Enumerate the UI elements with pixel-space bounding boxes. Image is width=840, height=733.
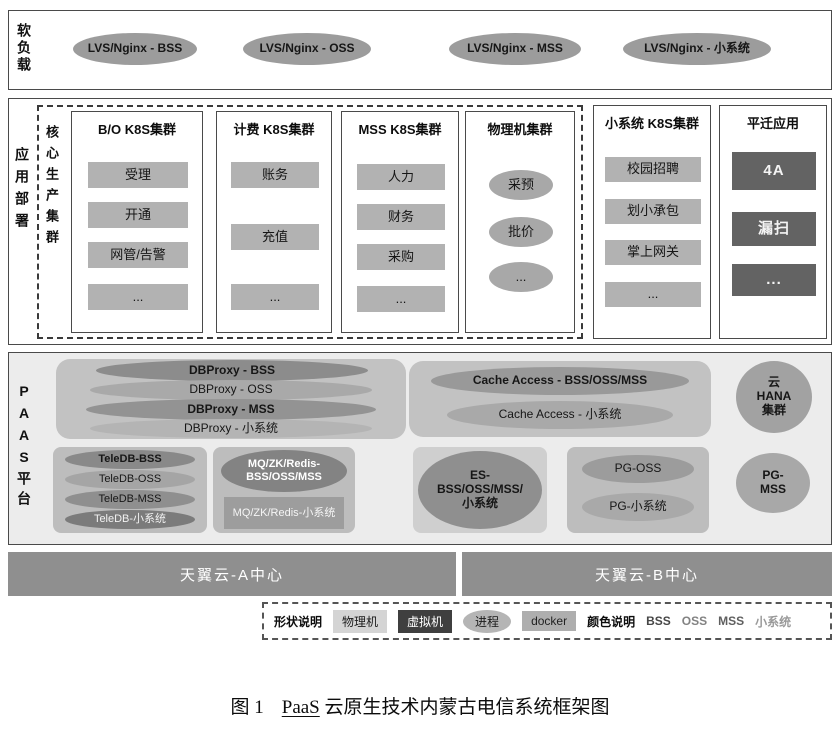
migration-app-loushao: 漏扫	[732, 212, 816, 246]
soft-load-section: 软负载 LVS/Nginx - BSS LVS/Nginx - OSS LVS/…	[8, 10, 832, 90]
app-module-caiwu: 财务	[357, 204, 445, 230]
app-module-caigou: 采购	[357, 244, 445, 270]
dbproxy-bss-ellipse: DBProxy - BSS	[96, 360, 368, 381]
app-module-huaxiao-chengbao: 划小承包	[605, 199, 701, 224]
physical-process-caiyu: 采预	[489, 170, 553, 200]
mq-zk-redis-group: MQ/ZK/Redis- BSS/OSS/MSS MQ/ZK/Redis-小系统	[213, 447, 355, 533]
app-module-zhangshang-wangguan: 掌上网关	[605, 240, 701, 265]
legend-chip-process: 进程	[463, 609, 512, 633]
cache-access-group: Cache Access - BSS/OSS/MSS Cache Access …	[409, 361, 711, 437]
app-module-chongzhi: 充值	[231, 224, 319, 250]
app-module-xiaoyuan-zhaopin: 校园招聘	[605, 157, 701, 182]
dbproxy-xiaoxitong-ellipse: DBProxy - 小系统	[90, 419, 372, 438]
es-group: ES- BSS/OSS/MSS/ 小系统	[413, 447, 547, 533]
core-cluster-dashed-box	[37, 105, 583, 339]
legend-color-xiaoxitong: 小系统	[755, 614, 792, 629]
app-module-shouli: 受理	[88, 162, 188, 188]
legend-chip-docker: docker	[522, 611, 577, 631]
legend-shape-label: 形状说明	[274, 614, 323, 629]
cloud-center-b-bar: 天翼云-B中心	[462, 552, 832, 596]
lvs-nginx-bss-node: LVS/Nginx - BSS	[73, 33, 197, 65]
cloud-center-a-bar: 天翼云-A中心	[8, 552, 456, 596]
app-deploy-label: 应用部署	[14, 147, 30, 235]
app-module-kaitong: 开通	[88, 202, 188, 228]
billing-k8s-cluster-title: 计费 K8S集群	[233, 122, 315, 137]
caption-prefix: 图 1	[230, 697, 264, 718]
teledb-oss-ellipse: TeleDB-OSS	[65, 470, 195, 489]
legend-chip-virtual-machine: 虚拟机	[398, 609, 453, 633]
hana-cluster-ellipse: 云 HANA 集群	[736, 361, 812, 433]
pg-oss-ellipse: PG-OSS	[582, 455, 694, 483]
dbproxy-mss-ellipse: DBProxy - MSS	[86, 399, 376, 420]
pg-mss-ellipse: PG- MSS	[736, 453, 810, 513]
app-module-renli: 人力	[357, 164, 445, 190]
lvs-nginx-xiaoxitong-node: LVS/Nginx - 小系统	[623, 33, 771, 65]
xiaoxitong-k8s-cluster-column: 小系统 K8S集群 校园招聘 划小承包 掌上网关 ...	[593, 105, 711, 339]
mq-zk-redis-xiaoxitong-box: MQ/ZK/Redis-小系统	[224, 497, 344, 529]
legend-color-bss: BSS	[646, 614, 671, 628]
caption-rest: 云原生技术内蒙古电信系统框架图	[324, 697, 610, 718]
app-module-ellipsis: ...	[357, 286, 445, 312]
migration-app-4a: 4A	[732, 152, 816, 190]
lvs-nginx-mss-node: LVS/Nginx - MSS	[449, 33, 581, 65]
app-deploy-section: 应用部署 核心生产集群 B/O K8S集群 受理 开通 网管/告警 ... 计费…	[8, 98, 832, 345]
legend-color-oss: OSS	[681, 614, 708, 628]
app-module-ellipsis: ...	[88, 284, 188, 310]
soft-load-label: 软负载	[16, 23, 32, 74]
teledb-mss-ellipse: TeleDB-MSS	[65, 490, 195, 509]
migration-app-ellipsis: ...	[732, 264, 816, 296]
cache-access-xiaoxitong-ellipse: Cache Access - 小系统	[447, 401, 673, 429]
paas-label: PAAS平台	[16, 383, 32, 511]
dbproxy-group: DBProxy - BSS DBProxy - OSS DBProxy - MS…	[56, 359, 406, 439]
physical-cluster-title: 物理机集群	[487, 122, 553, 137]
app-module-ellipsis: ...	[605, 282, 701, 307]
app-module-zhangwu: 账务	[231, 162, 319, 188]
bo-k8s-cluster-title: B/O K8S集群	[97, 122, 176, 137]
es-ellipse: ES- BSS/OSS/MSS/ 小系统	[418, 451, 542, 529]
physical-process-ellipsis: ...	[489, 262, 553, 292]
lvs-nginx-oss-node: LVS/Nginx - OSS	[243, 33, 371, 65]
billing-k8s-cluster-column: 计费 K8S集群 账务 充值 ...	[216, 111, 332, 333]
mss-k8s-cluster-column: MSS K8S集群 人力 财务 采购 ...	[341, 111, 459, 333]
physical-process-pijia: 批价	[489, 217, 553, 247]
physical-cluster-column: 物理机集群 采预 批价 ...	[465, 111, 575, 333]
paas-section: PAAS平台 DBProxy - BSS DBProxy - OSS DBPro…	[8, 352, 832, 545]
legend-color-mss: MSS	[718, 614, 745, 628]
teledb-xiaoxitong-ellipse: TeleDB-小系统	[65, 510, 195, 529]
app-module-wangguan-gaojing: 网管/告警	[88, 242, 188, 268]
migration-app-column: 平迁应用 4A 漏扫 ...	[719, 105, 827, 339]
dbproxy-oss-ellipse: DBProxy - OSS	[90, 380, 372, 400]
migration-app-title: 平迁应用	[746, 116, 799, 131]
teledb-bss-ellipse: TeleDB-BSS	[65, 450, 195, 469]
app-module-ellipsis: ...	[231, 284, 319, 310]
bo-k8s-cluster-column: B/O K8S集群 受理 开通 网管/告警 ...	[71, 111, 203, 333]
figure-caption: 图 1 PaaS 云原生技术内蒙古电信系统框架图	[0, 692, 840, 719]
mss-k8s-cluster-title: MSS K8S集群	[358, 122, 442, 137]
pg-group: PG-OSS PG-小系统	[567, 447, 709, 533]
legend-chip-physical-machine: 物理机	[333, 609, 388, 633]
xiaoxitong-k8s-cluster-title: 小系统 K8S集群	[605, 116, 699, 131]
cache-access-main-ellipse: Cache Access - BSS/OSS/MSS	[431, 367, 689, 395]
pg-xiaoxitong-ellipse: PG-小系统	[582, 493, 694, 521]
legend: 形状说明 物理机 虚拟机 进程 docker 颜色说明 BSS OSS MSS …	[262, 602, 832, 640]
caption-paas: PaaS	[281, 697, 320, 718]
legend-color-label: 颜色说明	[587, 614, 636, 629]
teledb-group: TeleDB-BSS TeleDB-OSS TeleDB-MSS TeleDB-…	[53, 447, 207, 533]
mq-zk-redis-main-ellipse: MQ/ZK/Redis- BSS/OSS/MSS	[221, 450, 347, 492]
core-cluster-label: 核心生产集群	[44, 125, 59, 251]
